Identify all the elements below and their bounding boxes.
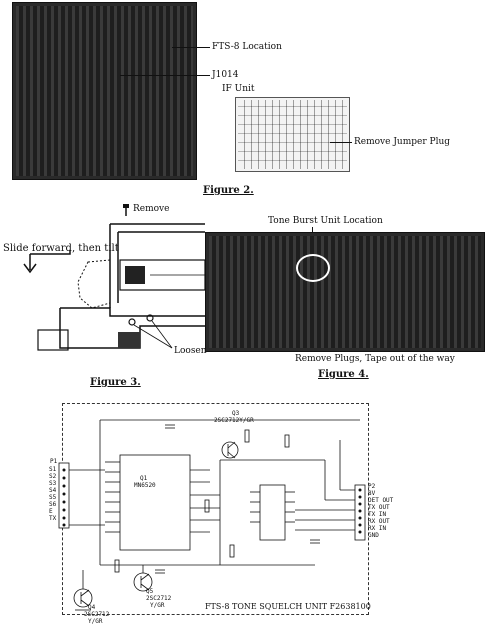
- p1-pin-labels: S1 S2 S3 S4 S5 S6 E TX: [49, 466, 56, 522]
- tone-burst-circle: [296, 254, 330, 282]
- label-remove-jumper-plug: Remove Jumper Plug: [354, 137, 451, 147]
- p1-pin: S1: [49, 466, 57, 473]
- p1-pin: S5: [49, 494, 57, 501]
- label-slide-forward: Slide forward, then tilt: [3, 243, 119, 254]
- q4-grade: Y/GR: [88, 618, 103, 625]
- figure4-caption: Figure 4.: [318, 369, 369, 380]
- schematic-title: FTS-8 TONE SQUELCH UNIT F2638100: [205, 602, 371, 611]
- p2-pin: RX OUT: [368, 518, 390, 525]
- figure2-main-photo: [12, 2, 197, 180]
- label-fts8-location: FTS-8 Location: [212, 42, 282, 52]
- label-remove: Remove: [133, 204, 170, 214]
- figure3-drawing: [23, 204, 205, 351]
- label-loosen: Loosen: [174, 346, 207, 356]
- q1-part: MN6520: [134, 482, 156, 489]
- figure2-caption: Figure 2.: [203, 185, 254, 196]
- q4-part: 2SC2712: [84, 611, 110, 618]
- p2-pin: 8V: [368, 490, 376, 497]
- p2-pin: RX IN: [368, 525, 387, 532]
- p1-ref: P1: [50, 458, 58, 465]
- q5-grade: Y/GR: [150, 602, 165, 609]
- q4-ref: Q4: [88, 604, 96, 611]
- leader-fts8: [172, 47, 210, 48]
- p2-ref: P2: [368, 483, 376, 490]
- q5-part: 2SC2712: [146, 595, 172, 602]
- figure3-caption: Figure 3.: [90, 377, 141, 388]
- label-tone-burst-location: Tone Burst Unit Location: [268, 216, 383, 226]
- label-j1014: J1014: [212, 70, 239, 80]
- label-if-unit: IF Unit: [222, 84, 255, 94]
- p2-pin: TX OUT: [368, 504, 390, 511]
- leader-j1014: [120, 75, 210, 76]
- p2-pin-labels: 8V DET OUT TX OUT TX IN RX OUT RX IN GND: [368, 490, 393, 539]
- p1-pin: E: [49, 508, 53, 515]
- q1-ref: Q1: [140, 475, 148, 482]
- q3-ref: Q3: [232, 410, 240, 417]
- p1-pin: S4: [49, 487, 57, 494]
- q5-ref: Q5: [146, 588, 154, 595]
- p1-pin: TX: [49, 515, 57, 522]
- p2-pin: GND: [368, 532, 379, 539]
- p2-pin: TX IN: [368, 511, 387, 518]
- p1-pin: S6: [49, 501, 57, 508]
- q3-part: 2SC2712Y/GR: [214, 417, 254, 424]
- if-unit-board: [235, 97, 350, 172]
- label-remove-plugs: Remove Plugs, Tape out of the way: [295, 354, 455, 364]
- schematic-wiring: [58, 419, 366, 611]
- figure4-photo: [205, 232, 485, 352]
- p1-pin: S2: [49, 473, 57, 480]
- leader-jumper: [330, 142, 352, 143]
- p1-pin: S3: [49, 480, 57, 487]
- p2-pin: DET OUT: [368, 497, 394, 504]
